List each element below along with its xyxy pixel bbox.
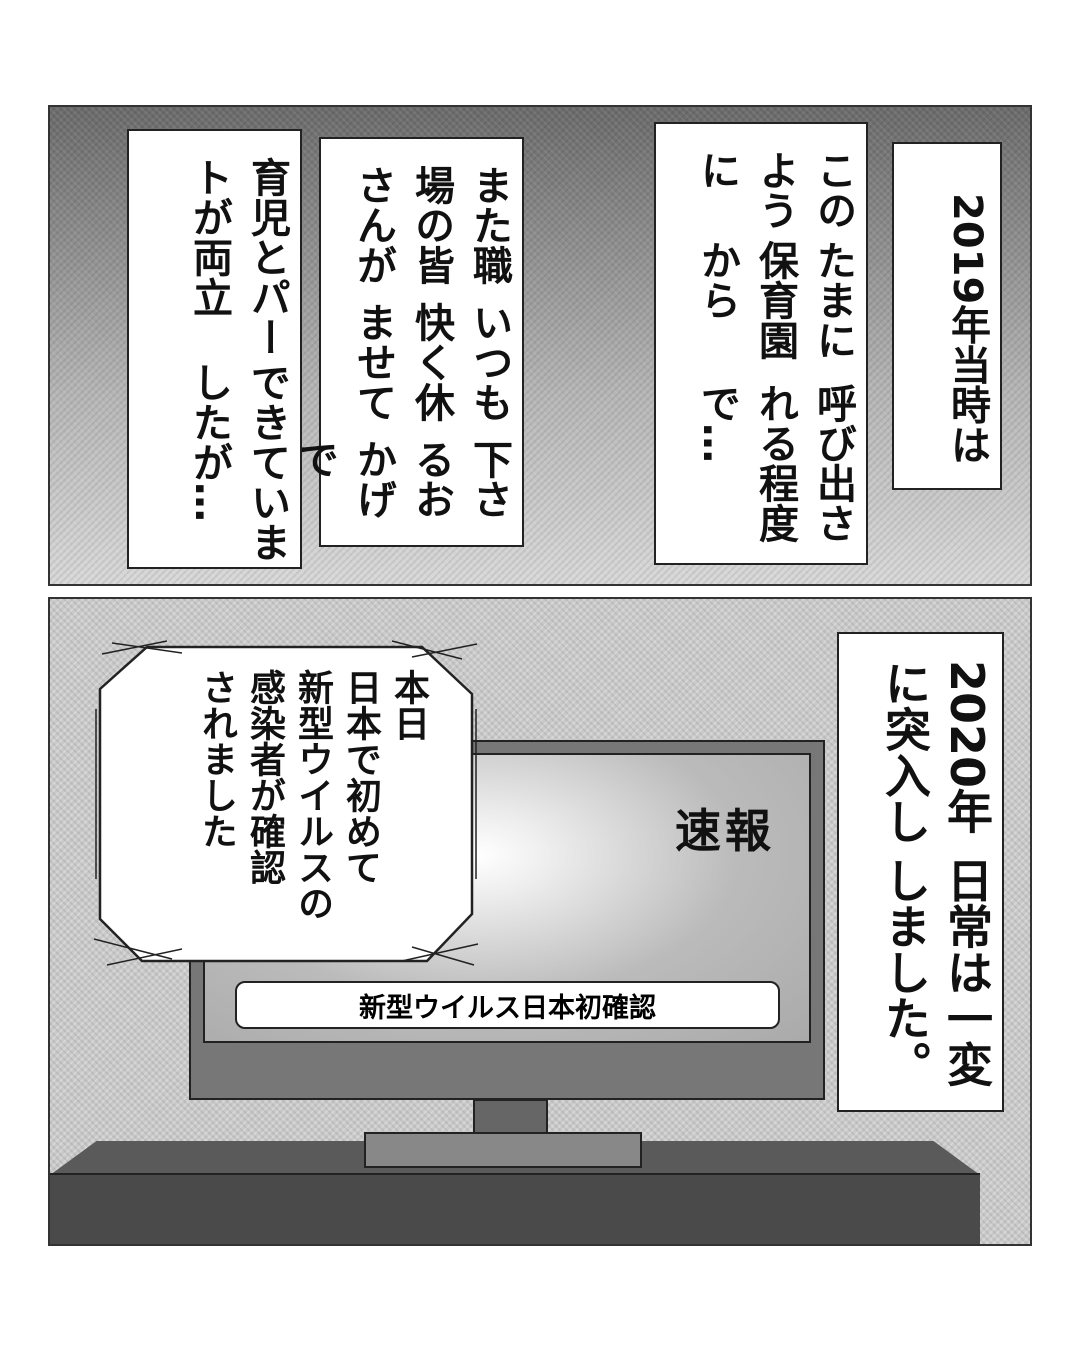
narration-box-daycare: このように たまに保育園から 呼び出される程度で… <box>654 122 868 565</box>
narration-line: 呼び出される程度で… <box>694 383 856 544</box>
bubble-shape <box>93 640 479 966</box>
narration-line: たまに保育園から <box>694 239 856 360</box>
narration-box-2020: 2020年に突入し 日常は一変しました。 <box>837 632 1004 1112</box>
narration-line: 日常は一変しました。 <box>878 856 994 1087</box>
tv-speech-bubble: 本日 日本で初めて 新型ウイルスの 感染者が確認 されました <box>92 639 480 967</box>
narration-line: 下さるおかげで <box>292 438 512 519</box>
bubble-line: されました <box>196 669 237 849</box>
bubble-line: 感染者が確認 <box>244 669 285 885</box>
panel-2020: 速報 新型ウイルス日本初確認 本日 日本で初めて 新型ウイルスの 感染者が確認 … <box>48 597 1032 1246</box>
bubble-line: 新型ウイルスの <box>292 669 333 921</box>
narration-box-workplace: また職場の皆さんが いつも快く休ませて 下さるおかげで <box>292 137 524 547</box>
bubble-line: 本日 <box>388 669 429 741</box>
bubble-line: 日本で初めて <box>340 669 381 885</box>
tv-shelf-front <box>50 1173 980 1244</box>
narration-line: このように <box>694 150 856 230</box>
breaking-news-label: 速報 <box>675 804 775 858</box>
tv-screen: 速報 新型ウイルス日本初確認 <box>203 753 811 1043</box>
narration-line: また職場の皆さんが <box>350 165 512 285</box>
narration-line: 2019年当時は <box>944 193 990 465</box>
narration-line: 育児とパートが両立 <box>186 157 290 357</box>
narration-line: できていましたが… <box>186 362 290 562</box>
news-caption: 新型ウイルス日本初確認 <box>235 981 780 1029</box>
panel-2019: 2019年当時は このように たまに保育園から 呼び出される程度で… また職場の… <box>48 105 1032 586</box>
narration-line: いつも快く休ませて <box>350 301 512 422</box>
narration-box-balance: 育児とパートが両立 できていましたが… <box>127 129 302 569</box>
narration-box-2019: 2019年当時は <box>892 142 1002 490</box>
bubble-text: 本日 日本で初めて 新型ウイルスの 感染者が確認 されました <box>152 669 432 949</box>
narration-line: 2020年に突入し <box>878 660 994 844</box>
tv-stand-base <box>364 1132 642 1168</box>
